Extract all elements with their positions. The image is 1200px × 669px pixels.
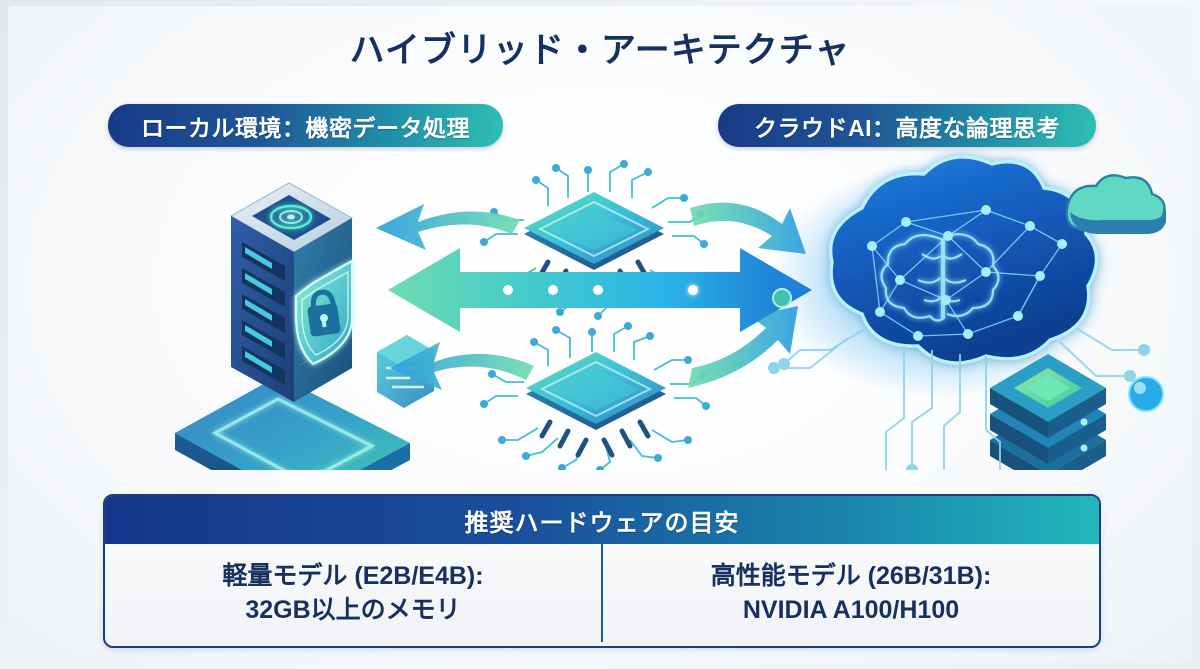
hardware-recommendation-table: 推奨ハードウェアの目安 軽量モデル (E2B/E4B): 32GB以上のメモリ … (103, 494, 1101, 648)
chip-trace-nodes-bottom (480, 322, 710, 470)
security-shield-lock (294, 259, 354, 366)
architecture-illustration (0, 150, 1200, 470)
badge-cloud-label: クラウドAI：高度な論理思考 (754, 114, 1060, 141)
hardware-table-divider (601, 544, 603, 642)
cloud-circuit-nodes (768, 344, 1150, 470)
badge-cloud-ai: クラウドAI：高度な論理思考 (718, 104, 1096, 147)
page-title: ハイブリッド・アーキテクチャ (349, 31, 851, 70)
hardware-cell-light-model: 軽量モデル (E2B/E4B): 32GB以上のメモリ (105, 544, 601, 642)
hardware-table-header: 推奨ハードウェアの目安 (105, 496, 1099, 544)
light-model-line2: 32GB以上のメモリ (245, 595, 461, 624)
server-drive-bays (242, 242, 285, 385)
server-status-ring (269, 204, 313, 230)
server-platform (175, 376, 410, 470)
high-perf-line1: 高性能モデル (26B/31B): (710, 561, 992, 590)
data-flow-dots (503, 285, 698, 295)
server-tower (229, 182, 354, 402)
secondary-cloud-icon (1065, 174, 1166, 234)
cpu-chip-top (480, 160, 708, 320)
arrow-local-to-cloud-bottom (688, 306, 798, 388)
badge-local-label: ローカル環境：機密データ処理 (141, 114, 470, 141)
ai-cloud-group (768, 155, 1166, 470)
arrow-cloud-to-local-top (376, 204, 520, 250)
cloud-shape (829, 155, 1099, 365)
hardware-cell-high-performance-model: 高性能モデル (26B/31B): NVIDIA A100/H100 (603, 544, 1099, 642)
arrow-cloud-to-local-bottom (390, 342, 534, 390)
cpu-chip-bottom (480, 322, 710, 470)
arrow-local-to-cloud-top (690, 202, 806, 254)
cloud-network-nodes (867, 205, 1067, 341)
hardware-table-body: 軽量モデル (E2B/E4B): 32GB以上のメモリ 高性能モデル (26B/… (105, 544, 1099, 642)
badge-local-environment: ローカル環境：機密データ処理 (108, 104, 503, 147)
database-stack-icon (990, 354, 1106, 470)
bidirectional-data-flow-arrow (388, 248, 812, 332)
local-server-group (175, 182, 434, 470)
lock-icon (307, 289, 341, 337)
ai-brain-icon (880, 233, 1000, 322)
high-perf-line2: NVIDIA A100/H100 (742, 595, 960, 624)
light-model-line1: 軽量モデル (E2B/E4B): (222, 561, 484, 590)
cloud-circuit-traces (776, 327, 1142, 470)
